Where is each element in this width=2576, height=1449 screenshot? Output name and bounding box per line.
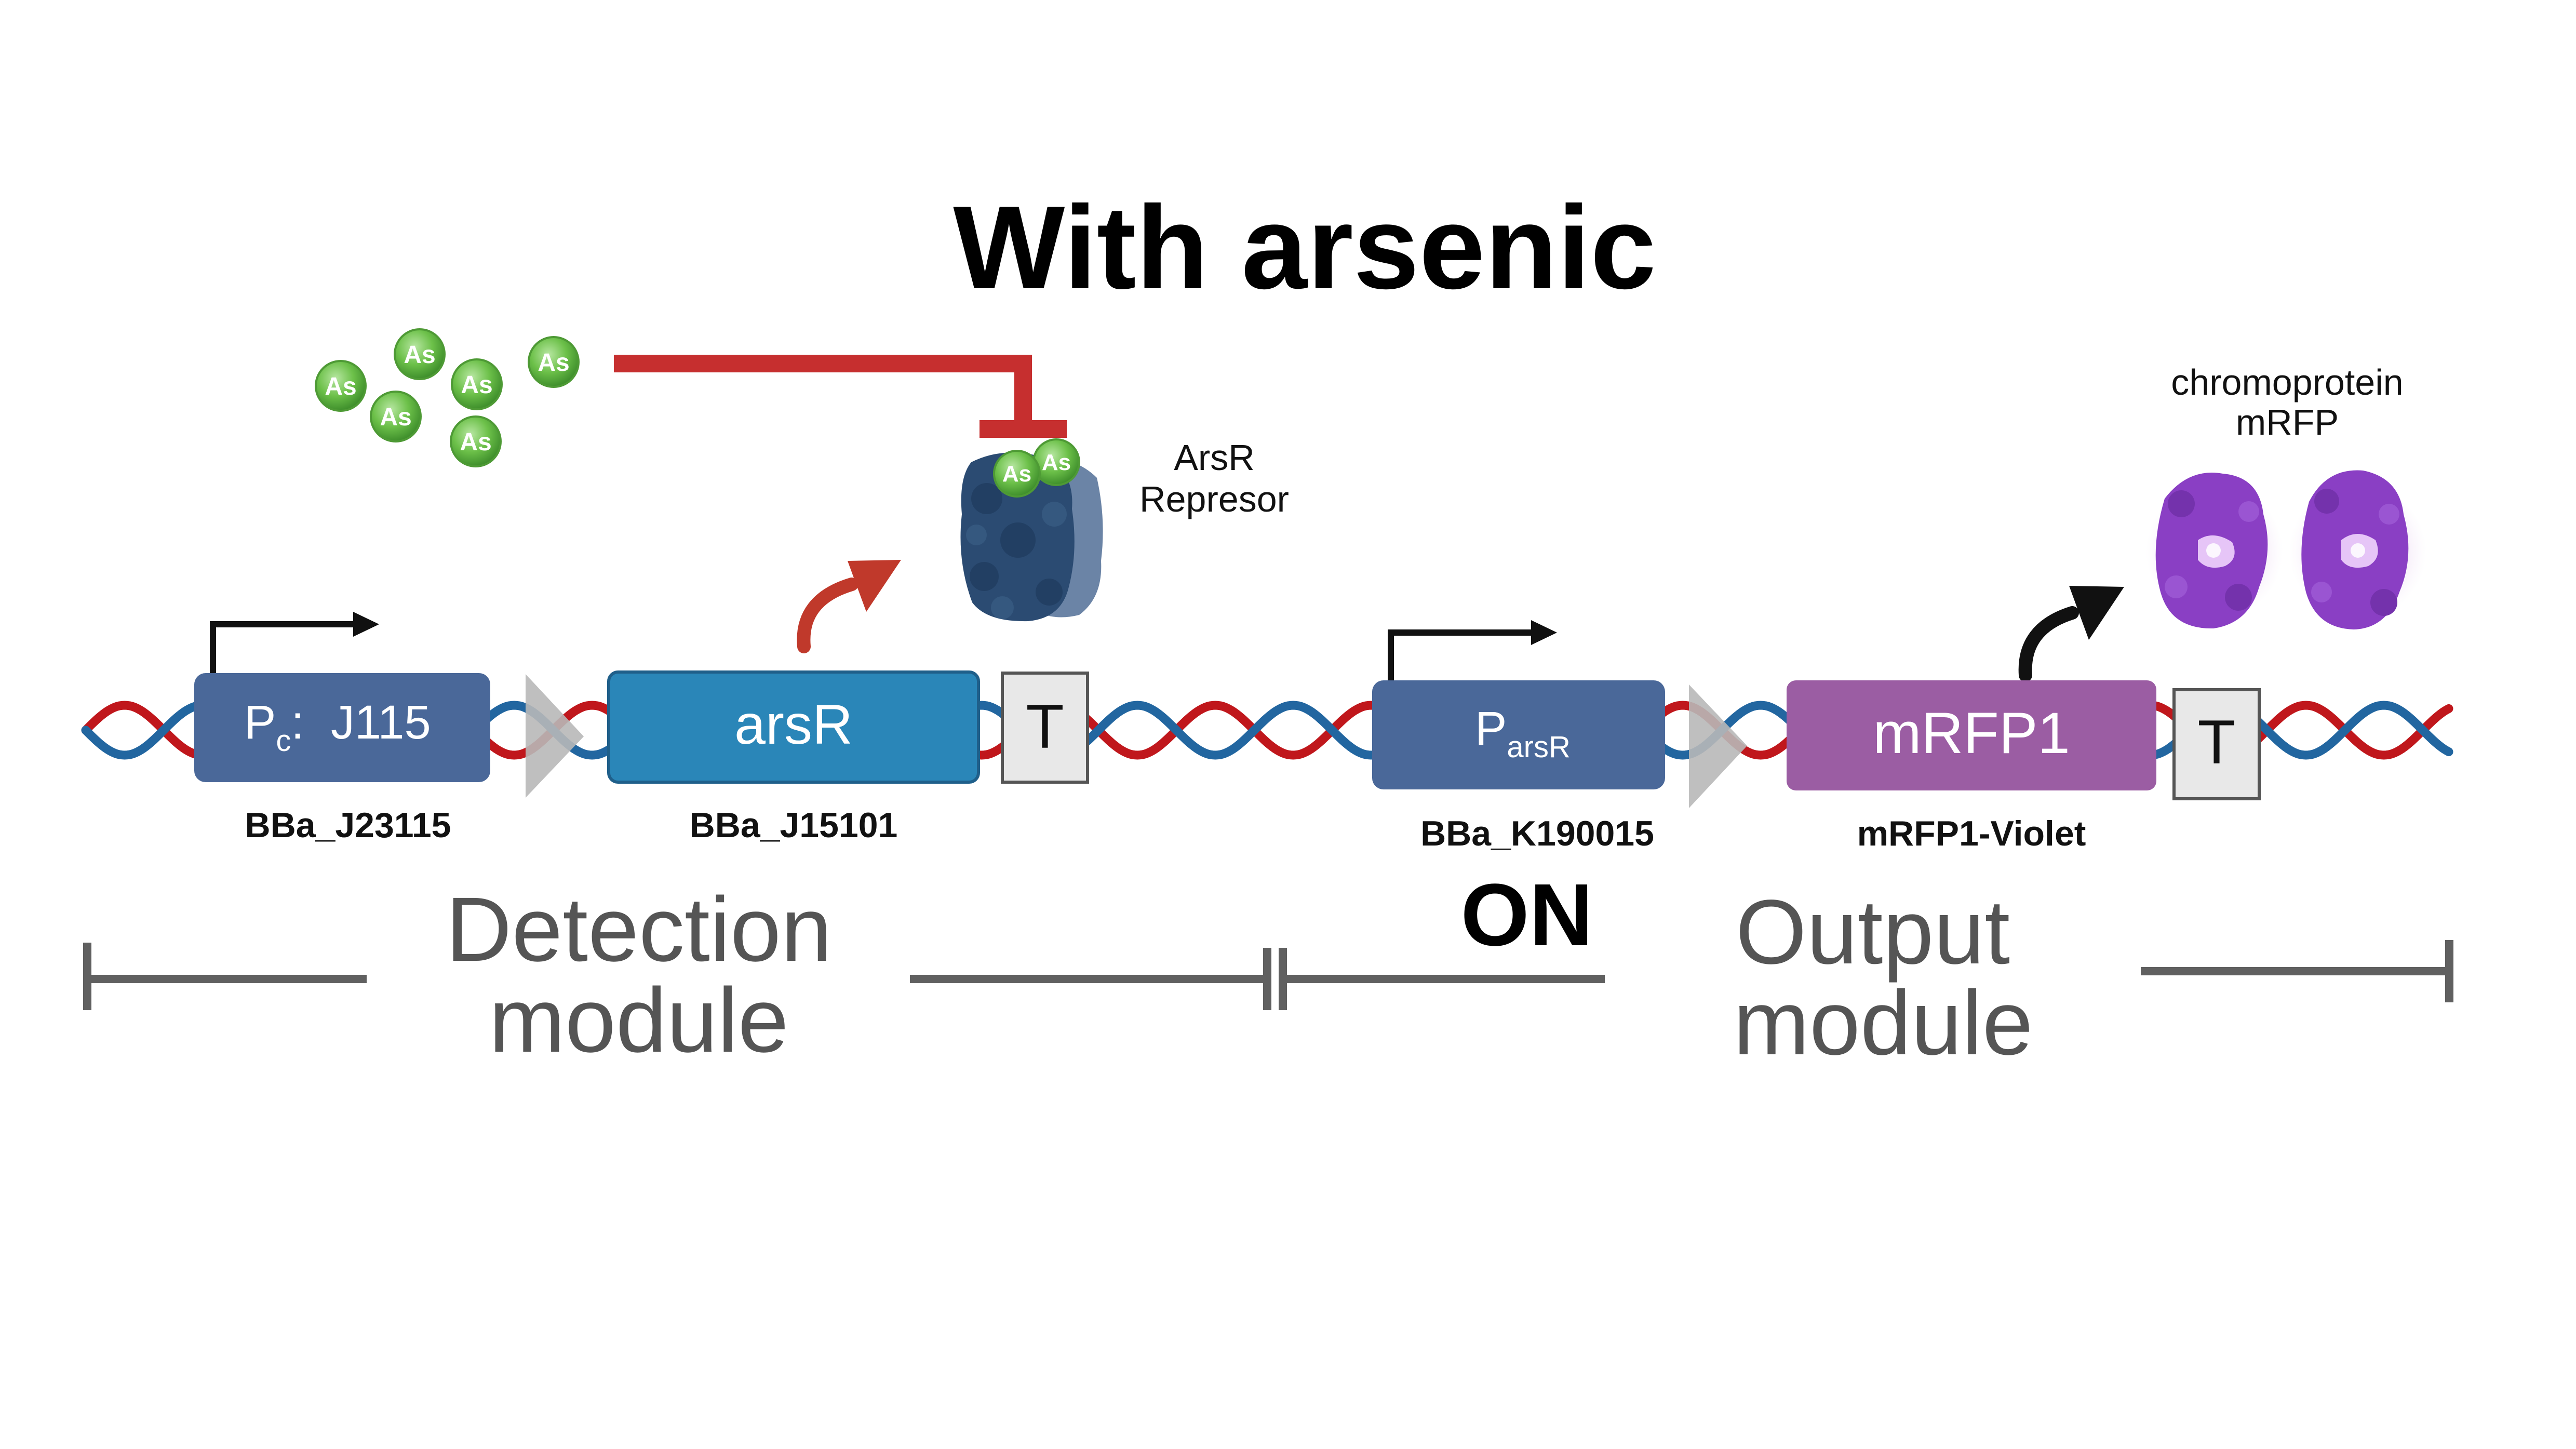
terminator-1: T <box>1001 672 1089 784</box>
promoter-pars-box: ParsR <box>1372 680 1665 789</box>
pc-label-rest: : J115 <box>291 696 431 749</box>
pars-label-main: P <box>1475 702 1507 755</box>
arsenic-ions: As As As As As As <box>315 328 580 467</box>
chromoprotein-label-line2: mRFP <box>2236 402 2339 442</box>
promoter-arrow-pc <box>210 612 379 675</box>
svg-text:As: As <box>380 404 411 431</box>
arsr-part-id: BBa_J15101 <box>690 806 898 845</box>
expression-arrow-red <box>797 560 901 653</box>
svg-text:As: As <box>404 341 435 369</box>
repressor-label-line2: Represor <box>1139 479 1289 519</box>
repressor-label-line1: ArsR <box>1174 437 1255 478</box>
promoter-pc-box: Pc: J115 <box>194 673 490 782</box>
detection-module-bracket <box>83 943 1271 1010</box>
pc-label-sub: c <box>276 724 291 758</box>
svg-text:T: T <box>1026 692 1064 761</box>
state-label: ON <box>1461 866 1593 964</box>
svg-text:T: T <box>2197 707 2235 777</box>
output-module-line2: module <box>1733 972 2033 1074</box>
rbs-triangle-2 <box>1689 685 1747 808</box>
arsenic-ion: As <box>315 360 367 412</box>
svg-text:Pc: J115: Pc: J115 <box>244 696 431 758</box>
terminator-2: T <box>2172 688 2261 800</box>
arsenic-ion: As <box>451 358 503 410</box>
detection-module-line1: Detection <box>446 879 832 981</box>
rbs-triangle-1 <box>526 674 584 798</box>
output-module-bracket <box>1279 940 2453 1010</box>
arsr-gene-box: arsR <box>607 670 980 784</box>
svg-text:ParsR: ParsR <box>1475 702 1571 764</box>
mrfp1-gene-label: mRFP1 <box>1873 701 2070 766</box>
svg-text:As: As <box>538 349 569 377</box>
pc-label-main: P <box>244 696 276 749</box>
arsenic-ion-bound: As <box>993 450 1041 498</box>
repression-line <box>614 355 1067 438</box>
arsr-gene-label: arsR <box>734 693 853 756</box>
arsenic-ion-bound: As <box>1032 438 1080 486</box>
pars-label-sub: arsR <box>1507 730 1570 764</box>
mrfp1-gene-box: mRFP1 <box>1787 680 2156 790</box>
output-module-line1: Output <box>1736 881 2010 983</box>
arsenic-ion: As <box>394 328 446 380</box>
svg-text:As: As <box>325 373 356 400</box>
mrfp1-part-id: mRFP1-Violet <box>1857 814 2086 853</box>
svg-text:As: As <box>460 428 491 456</box>
chromoprotein-label-line1: chromoprotein <box>2171 362 2403 403</box>
pc-part-id: BBa_J23115 <box>245 806 451 845</box>
expression-arrow-black <box>2018 586 2124 682</box>
svg-text:As: As <box>461 371 492 399</box>
arsr-repressor-protein: As As <box>960 438 1103 622</box>
diagram-title: With arsenic <box>953 182 1656 314</box>
svg-text:As: As <box>1042 450 1071 475</box>
arsenic-ion: As <box>528 336 580 388</box>
arsenic-ion: As <box>450 415 502 467</box>
mrfp-protein <box>2289 470 2426 629</box>
detection-module-line2: module <box>489 970 788 1071</box>
pars-part-id: BBa_K190015 <box>1420 814 1654 853</box>
mrfp-protein <box>2146 473 2283 629</box>
svg-text:As: As <box>1002 461 1031 487</box>
promoter-arrow-pars <box>1388 620 1557 683</box>
arsenic-ion: As <box>370 391 422 442</box>
